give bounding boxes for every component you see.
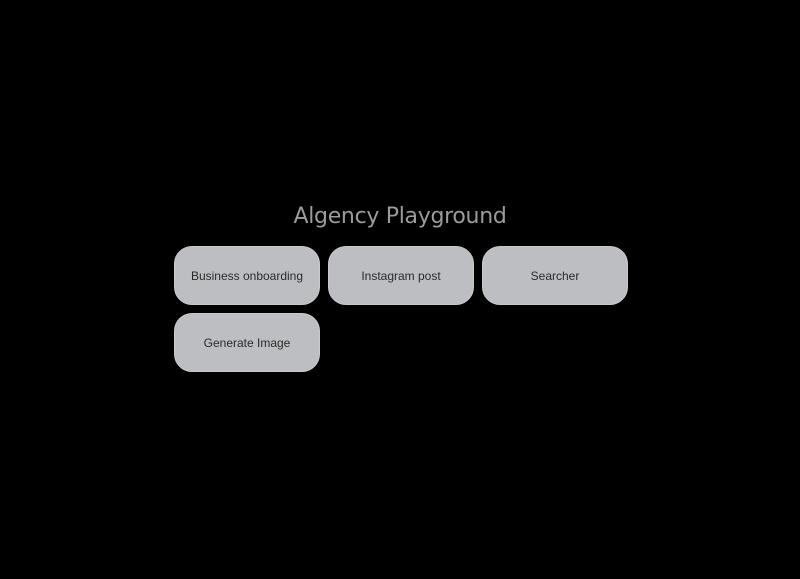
generate-image-button[interactable]: Generate Image — [174, 313, 320, 372]
business-onboarding-button[interactable]: Business onboarding — [174, 246, 320, 305]
searcher-button[interactable]: Searcher — [482, 246, 628, 305]
page-title: Algency Playground — [293, 204, 507, 229]
playground-options: Business onboarding Instagram post Searc… — [174, 246, 628, 372]
instagram-post-button[interactable]: Instagram post — [328, 246, 474, 305]
